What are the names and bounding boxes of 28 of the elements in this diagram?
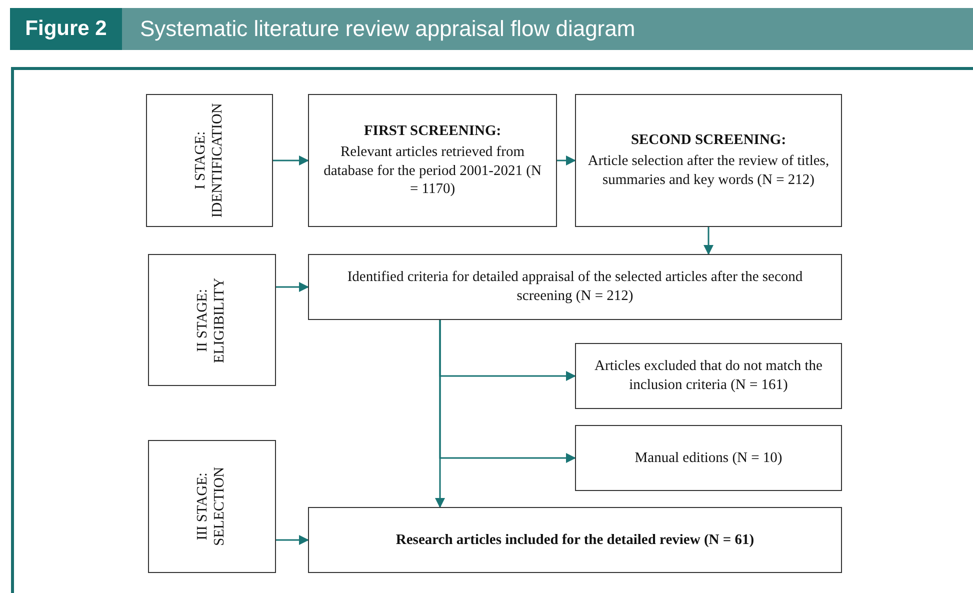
box-heading: SECOND SCREENING: <box>630 131 786 150</box>
box-text: Research articles included for the detailed review (N = 61) <box>396 530 754 550</box>
stage-label: II STAGE: ELIGIBILITY <box>194 276 229 365</box>
arrow <box>273 156 309 166</box>
box-text: Relevant articles retrieved from database for the period 2001-2021 (N = 1170) <box>322 142 542 200</box>
process-box <box>308 507 842 573</box>
arrow <box>704 227 714 255</box>
box-text: Identified criteria for detailed appraisal of the selected articles after the second screening (N = 212) <box>346 268 804 306</box>
process-box <box>575 94 842 227</box>
box-text: Article selection after the review of titles, summaries and key words (N = 212) <box>586 152 830 190</box>
box-text: Manual editions (N = 10) <box>634 448 782 468</box>
stage-box <box>146 94 273 227</box>
title: Systematic literature review appraisal flow diagram <box>140 16 636 42</box>
stage-label: III STAGE: SELECTION <box>194 466 229 548</box>
arrow <box>435 320 445 508</box>
process-box <box>308 94 557 227</box>
figure-number-label: Figure 2 <box>10 8 122 50</box>
box-heading: FIRST SCREENING: <box>364 122 502 141</box>
stage-label: I STAGE: IDENTIFICATION <box>192 102 226 220</box>
process-box <box>575 425 842 491</box>
process-box <box>575 343 842 409</box>
stage-box <box>148 254 276 386</box>
stage-box <box>148 440 276 573</box>
arrow <box>276 282 309 292</box>
arrow <box>557 156 576 166</box>
process-box <box>308 254 842 320</box>
arrow <box>276 535 309 545</box>
box-text: Articles excluded that do not match the inclusion criteria (N = 161) <box>594 357 824 395</box>
